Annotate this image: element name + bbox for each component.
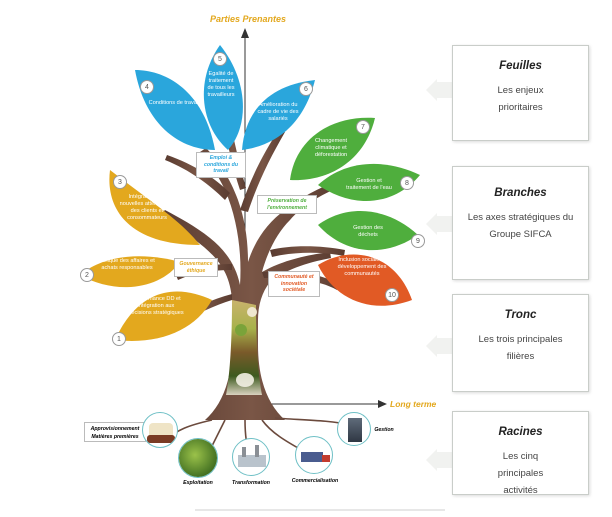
- activity-commercialisation-label: Commercialisation: [291, 478, 339, 484]
- leaf-number-4: 4: [140, 80, 154, 94]
- leaf-text-10: Inclusion sociale et développement des c…: [337, 257, 387, 277]
- green-leaves: [290, 117, 420, 251]
- legend-title-feuilles: Feuilles: [499, 60, 542, 72]
- trunk-photo-latex: [247, 307, 257, 317]
- legend-desc-branches: Les axes stratégiques du Groupe SIFCA: [467, 212, 574, 240]
- leaf-number-3: 3: [113, 175, 127, 189]
- branch-tag-emploi: Emploi & conditions du travail: [196, 152, 246, 178]
- long-terme-label: Long terme: [390, 399, 437, 409]
- legend-arrow-branches: [437, 216, 453, 232]
- leaf-number-8: 8: [400, 176, 414, 190]
- legend-card-tronc: Tronc Les trois principales filières: [452, 294, 589, 392]
- legend-arrowhead-feuilles: [426, 79, 437, 101]
- activity-commercialisation-image: [295, 436, 333, 474]
- vertical-axis-arrowhead: [241, 28, 249, 38]
- legend-card-feuilles: Feuilles Les enjeux prioritaires: [452, 45, 589, 141]
- activity-transformation-image: [232, 438, 270, 476]
- activity-approvisionnement-image: [142, 412, 178, 448]
- leaf-text-3: Intégration des nouvelles attentes DD de…: [119, 194, 175, 221]
- leaf-9: [318, 211, 418, 251]
- legend-desc-tronc: Les trois principales filières: [478, 334, 563, 362]
- leaf-text-8: Gestion et traitement de l'eau: [346, 178, 392, 191]
- activity-transformation-label: Transformation: [232, 480, 270, 486]
- legend-arrowhead-branches: [426, 213, 437, 235]
- leaf-3: [109, 170, 200, 245]
- yellow-leaves: [80, 170, 212, 341]
- leaf-2: [80, 256, 180, 288]
- legend-desc-racines: Les cinq principales activités: [497, 451, 544, 496]
- leaf-4: [135, 70, 215, 150]
- parties-prenantes-label: Parties Prenantes: [210, 14, 287, 24]
- leaf-text-7: Changement climatique et déforestation: [314, 138, 348, 158]
- legend-arrowhead-tronc: [426, 335, 437, 357]
- legend-title-branches: Branches: [494, 187, 547, 199]
- leaf-text-1: Gouvernance DD et intégration aux décisi…: [128, 296, 184, 316]
- leaf-6: [242, 80, 315, 150]
- leaf-number-9: 9: [411, 234, 425, 248]
- legend-title-racines: Racines: [498, 426, 543, 438]
- branch-tag-gouvernance: Gouvernance éthique: [174, 258, 218, 277]
- leaf-number-7: 7: [356, 120, 370, 134]
- activity-exploitation-label: Exploitation: [183, 480, 213, 486]
- legend-card-racines: Racines Les cinq principales activités: [452, 411, 589, 496]
- leaf-number-2: 2: [80, 268, 94, 282]
- leaf-number-6: 6: [299, 82, 313, 96]
- branch-tag-communaute: Communauté et innovation sociétale: [268, 271, 320, 297]
- leaf-text-9: Gestion des déchets: [353, 225, 383, 238]
- trunk-photo-fruit: [235, 324, 247, 336]
- leaf-8: [318, 163, 420, 202]
- leaf-text-5: Egalité de traitement de tous les travai…: [207, 71, 235, 98]
- activity-exploitation-image: [178, 438, 218, 478]
- legend-title-tronc: Tronc: [504, 309, 537, 321]
- leaf-5: [203, 45, 243, 150]
- leaf-number-10: 10: [385, 288, 399, 302]
- activity-gestion-image: [337, 412, 371, 446]
- legend-arrowhead-racines: [426, 449, 437, 471]
- activity-gestion-label: Gestion: [374, 427, 394, 433]
- leaf-number-5: 5: [213, 52, 227, 66]
- legend-arrow-feuilles: [437, 82, 453, 98]
- activity-approvisionnement-label: Approvisionnement Matières premières: [84, 422, 146, 442]
- leaf-7: [290, 117, 375, 181]
- horizontal-axis-arrowhead: [378, 400, 387, 408]
- blue-leaves: [135, 45, 315, 150]
- leaf-number-1: 1: [112, 332, 126, 346]
- trunk-photo: [226, 300, 262, 395]
- legend-arrow-racines: [437, 452, 453, 468]
- legend-arrow-tronc: [437, 338, 453, 354]
- branch-tag-environnement: Préservation de l'environnement: [257, 195, 317, 214]
- trunk-photo-glass: [236, 373, 254, 387]
- leaf-text-4: Conditions de travail: [148, 100, 200, 106]
- leaf-text-2: Ethique des affaires et achats responsab…: [99, 258, 155, 271]
- legend-desc-feuilles: Les enjeux prioritaires: [497, 85, 544, 113]
- leaf-1: [115, 291, 212, 341]
- leaf-text-6: Amélioration du cadre de vie des salarié…: [257, 102, 299, 122]
- legend-card-branches: Branches Les axes stratégiques du Groupe…: [452, 166, 589, 280]
